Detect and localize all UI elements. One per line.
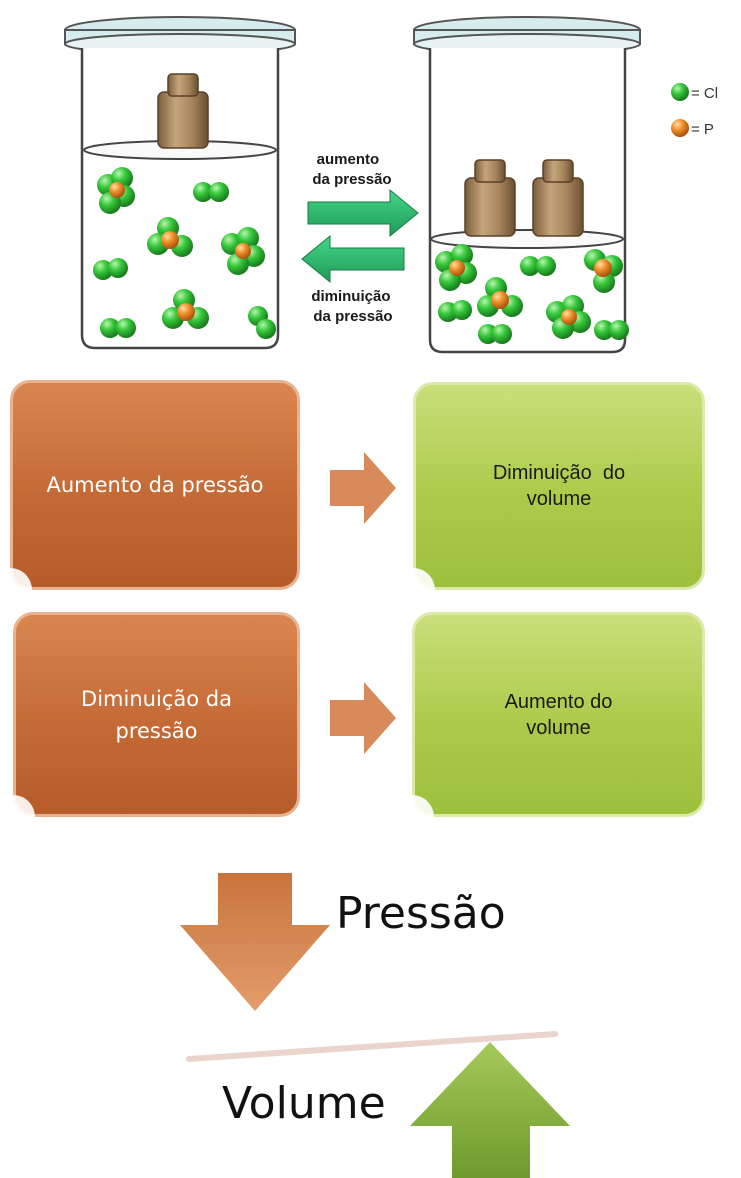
- legend: = Cl = P: [671, 83, 718, 138]
- pressure-label: Pressão: [336, 888, 506, 939]
- arrow-top-label-line2: da pressão: [312, 171, 391, 188]
- cause-label: Aumento da pressão: [46, 473, 264, 497]
- arrow-top-label-line1: aumento: [317, 151, 380, 168]
- divider-line: [186, 1031, 558, 1062]
- molecules-left: [93, 167, 276, 339]
- weight-icon: [532, 159, 584, 237]
- flow-arrow-icon: [330, 452, 396, 524]
- arrow-bottom-label-line2: da pressão: [313, 308, 392, 325]
- flow-arrow-icon: [330, 682, 396, 754]
- arrow-up-icon: [410, 1042, 570, 1178]
- piston-equilibrium-illustration: aumento da pressão diminuição da pressão…: [64, 16, 718, 354]
- green-sphere-icon: [671, 83, 689, 101]
- weight-icon: [157, 73, 209, 149]
- svg-text:diminuição da pressão: diminuição da pressão: [311, 288, 394, 325]
- effect-box: Aumento do volume: [412, 612, 705, 817]
- effect-label: Aumento do volume: [504, 690, 613, 739]
- orange-sphere-icon: [671, 119, 689, 137]
- weight-icon: [464, 159, 516, 237]
- arrow-bottom-label-line1: diminuição: [311, 288, 390, 305]
- effect-label: Diminuição do volume: [492, 462, 631, 510]
- volume-label: Volume: [222, 1078, 386, 1129]
- molecules-right: [435, 244, 629, 344]
- arrow-right-icon: [307, 188, 419, 238]
- legend-item-p: = P: [671, 119, 714, 138]
- legend-label-p: = P: [691, 121, 714, 138]
- left-jar: [64, 16, 296, 350]
- legend-label-cl: = Cl: [691, 85, 718, 102]
- arrow-down-icon: [180, 873, 330, 1011]
- effect-box: Diminuição do volume: [413, 382, 705, 590]
- cause-box: Diminuição da pressão: [13, 612, 300, 817]
- legend-item-cl: = Cl: [671, 83, 718, 102]
- svg-text:aumento da pressão: aumento da pressão: [312, 151, 391, 188]
- cause-label: Diminuição da pressão: [81, 686, 232, 743]
- right-jar: [413, 16, 641, 354]
- arrow-left-icon: [301, 234, 405, 284]
- cause-box: Aumento da pressão: [10, 380, 300, 590]
